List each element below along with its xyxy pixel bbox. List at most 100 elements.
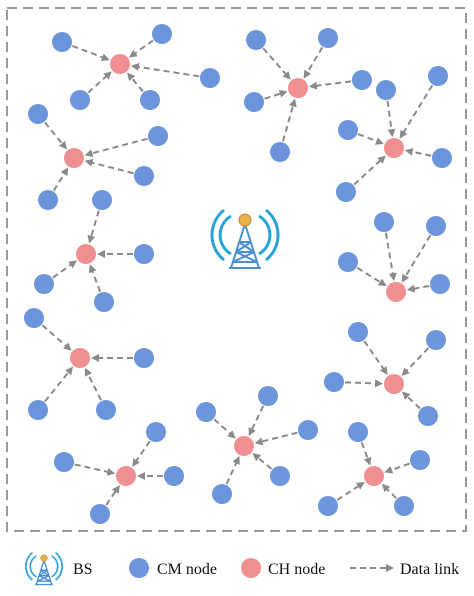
data-link-arrow [264,89,288,100]
ch-node [76,244,96,264]
data-link-arrow [353,155,386,186]
cm-node [200,68,220,88]
cm-node [394,496,414,516]
data-link-arrow [84,137,148,158]
cm-node [426,216,446,236]
cm-node [94,292,114,312]
cm-node [96,400,116,420]
data-link-arrow [44,366,74,403]
cm-node [28,104,48,124]
cm-node [134,348,154,368]
cm-node [432,148,452,168]
data-link-arrow [381,483,397,499]
ch-node [384,138,404,158]
cm-node [28,400,48,420]
data-link-arrow [282,98,297,142]
cm-node [338,120,358,140]
data-link-arrow [127,72,144,93]
legend-cm-node-marker [129,558,149,578]
cm-node [90,504,110,524]
ch-node [288,78,308,98]
data-link-arrow [71,44,110,62]
cm-node [374,212,394,232]
data-link-arrow [363,340,388,375]
legend-link-label: Data link [400,561,459,578]
data-link-arrow [401,347,430,377]
cm-node [34,274,54,294]
ch-node [116,466,136,486]
ch-node [386,282,406,302]
cm-node [338,252,358,272]
cm-node [70,90,90,110]
data-link-arrow [344,379,384,388]
data-link-arrow [132,440,151,467]
cm-node [430,274,450,294]
cm-node [270,142,290,162]
legend: BS CM node CH node Data link [25,551,459,586]
cm-node [92,190,112,210]
cm-node [426,330,446,350]
data-link-arrow [213,418,236,439]
ch-node [364,466,384,486]
data-link-arrow [41,324,72,351]
cm-node [134,166,154,186]
cm-node [164,466,184,486]
nodes [24,24,452,524]
ch-node [234,436,254,456]
ch-node [110,54,130,74]
cm-node [140,90,160,110]
data-link-arrow [303,46,324,79]
data-link-arrow [404,147,432,157]
data-link-arrow [357,133,384,145]
data-link-arrow [399,84,434,139]
cm-node [38,190,58,210]
data-link-arrow [360,441,372,466]
data-link-arrow [52,260,78,279]
cm-node [24,308,44,328]
data-link-arrow [406,284,430,293]
cm-node [134,244,154,264]
ch-node [70,348,90,368]
data-link-arrow [225,455,240,485]
cm-node [270,466,290,486]
data-links [41,39,434,506]
legend-cm-label: CM node [157,561,217,578]
data-link-arrow [384,232,397,282]
data-link-arrow [308,80,352,90]
cm-node [146,422,166,442]
legend-bs-label: BS [73,561,93,578]
cm-node [324,372,344,392]
cm-node [298,420,318,440]
cm-node [196,402,216,422]
data-link-arrow [87,210,100,244]
cm-node [212,484,232,504]
cm-node [348,422,368,442]
cm-node [376,80,396,100]
data-link-arrow [356,266,387,287]
legend-ch-label: CH node [268,561,325,578]
cm-node [258,386,278,406]
cm-node [318,496,338,516]
cm-node [318,28,338,48]
cm-node [246,30,266,50]
data-link-arrow [248,405,265,437]
cm-node [336,182,356,202]
data-link-arrow [386,100,396,138]
data-link-arrow [105,485,120,506]
data-link-arrow [128,39,154,58]
ch-node [384,374,404,394]
data-link-arrow [401,234,432,283]
cm-node [428,66,448,86]
data-link-arrow [87,71,112,94]
cm-node [352,70,372,90]
cm-node [52,32,72,52]
legend-bs-icon [25,551,63,586]
data-link-arrow [44,121,68,150]
ch-node [64,148,84,168]
data-link-arrow [88,264,102,293]
cm-node [244,92,264,112]
data-link-arrow [252,453,273,470]
cm-node [148,126,168,146]
data-link-arrow [336,482,365,501]
data-link-arrow [84,367,102,401]
